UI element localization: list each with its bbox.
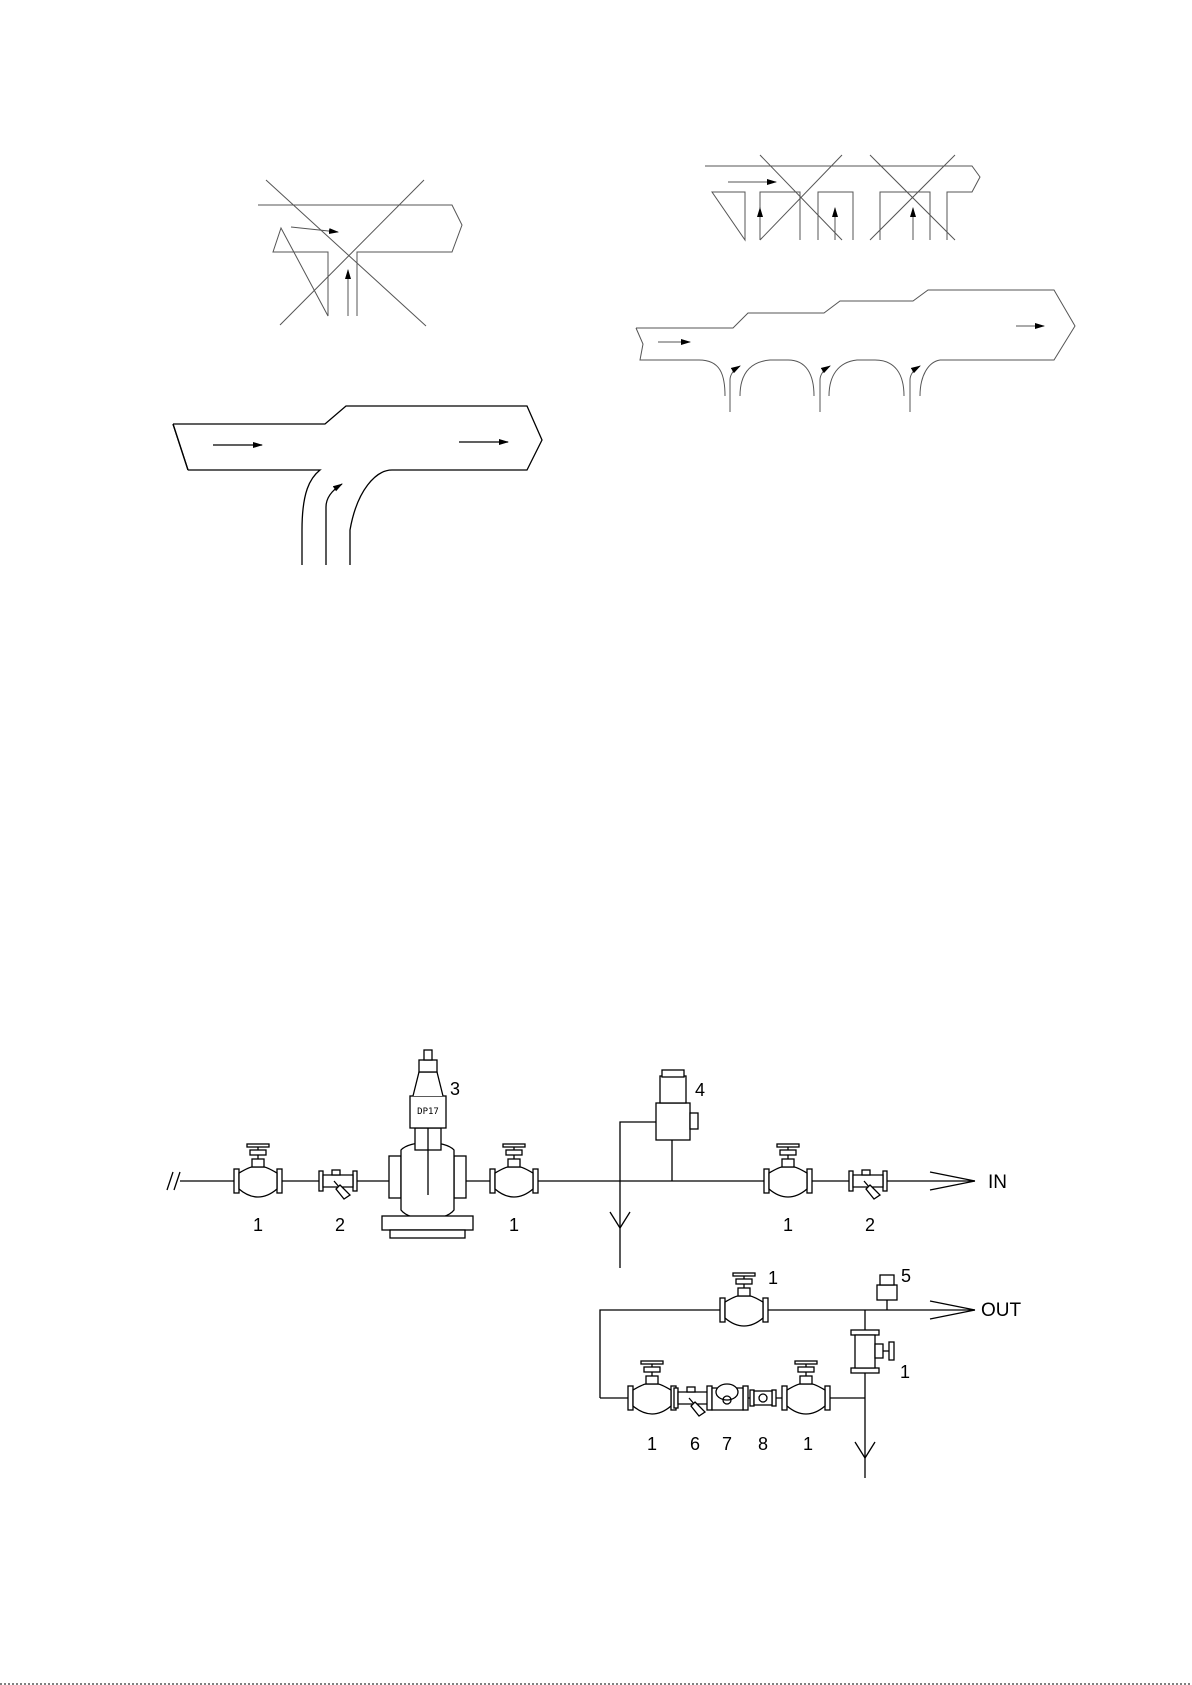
item-number: 5 [901, 1266, 911, 1286]
item-number: 6 [690, 1434, 700, 1454]
swept-connection-correct [173, 406, 542, 565]
multi-swept-connection-correct [636, 290, 1075, 412]
tee-connection-wrong [258, 180, 462, 326]
item-number: 3 [450, 1079, 460, 1099]
item-number: 1 [647, 1434, 657, 1454]
item-number: 2 [335, 1215, 345, 1235]
globe-valve-icon [851, 1330, 894, 1373]
outlet-label: OUT [981, 1300, 1022, 1321]
break-mark [167, 1172, 173, 1190]
item-number: 1 [900, 1362, 910, 1382]
valve-body-marking: DP17 [417, 1107, 439, 1117]
item-number: 8 [758, 1434, 768, 1454]
item-number: 7 [722, 1434, 732, 1454]
strainer-icon [849, 1170, 887, 1199]
globe-valve-icon [490, 1144, 538, 1197]
item-number: 1 [509, 1215, 519, 1235]
multi-tee-connection-wrong [705, 155, 980, 240]
item-number: 1 [803, 1434, 813, 1454]
item-number: 1 [253, 1215, 263, 1235]
globe-valve-icon [628, 1361, 676, 1414]
item-number: 1 [768, 1268, 778, 1288]
strainer-icon [674, 1387, 712, 1416]
globe-valve-icon [782, 1361, 830, 1414]
globe-valve-icon [764, 1144, 812, 1197]
globe-valve-icon [234, 1144, 282, 1197]
item-number: 2 [865, 1215, 875, 1235]
strainer-icon [319, 1170, 357, 1199]
air-vent-icon [877, 1275, 897, 1310]
steam-trap-icon [707, 1384, 748, 1410]
globe-valve-icon [720, 1273, 768, 1326]
inlet-label: IN [988, 1172, 1007, 1193]
item-number: 1 [783, 1215, 793, 1235]
item-number: 4 [695, 1080, 705, 1100]
safety-valve-icon [610, 1070, 698, 1268]
sight-glass-icon [750, 1390, 776, 1406]
pressure-reducing-station: DP17 1 2 3 1 4 1 2 IN [167, 1050, 1022, 1478]
